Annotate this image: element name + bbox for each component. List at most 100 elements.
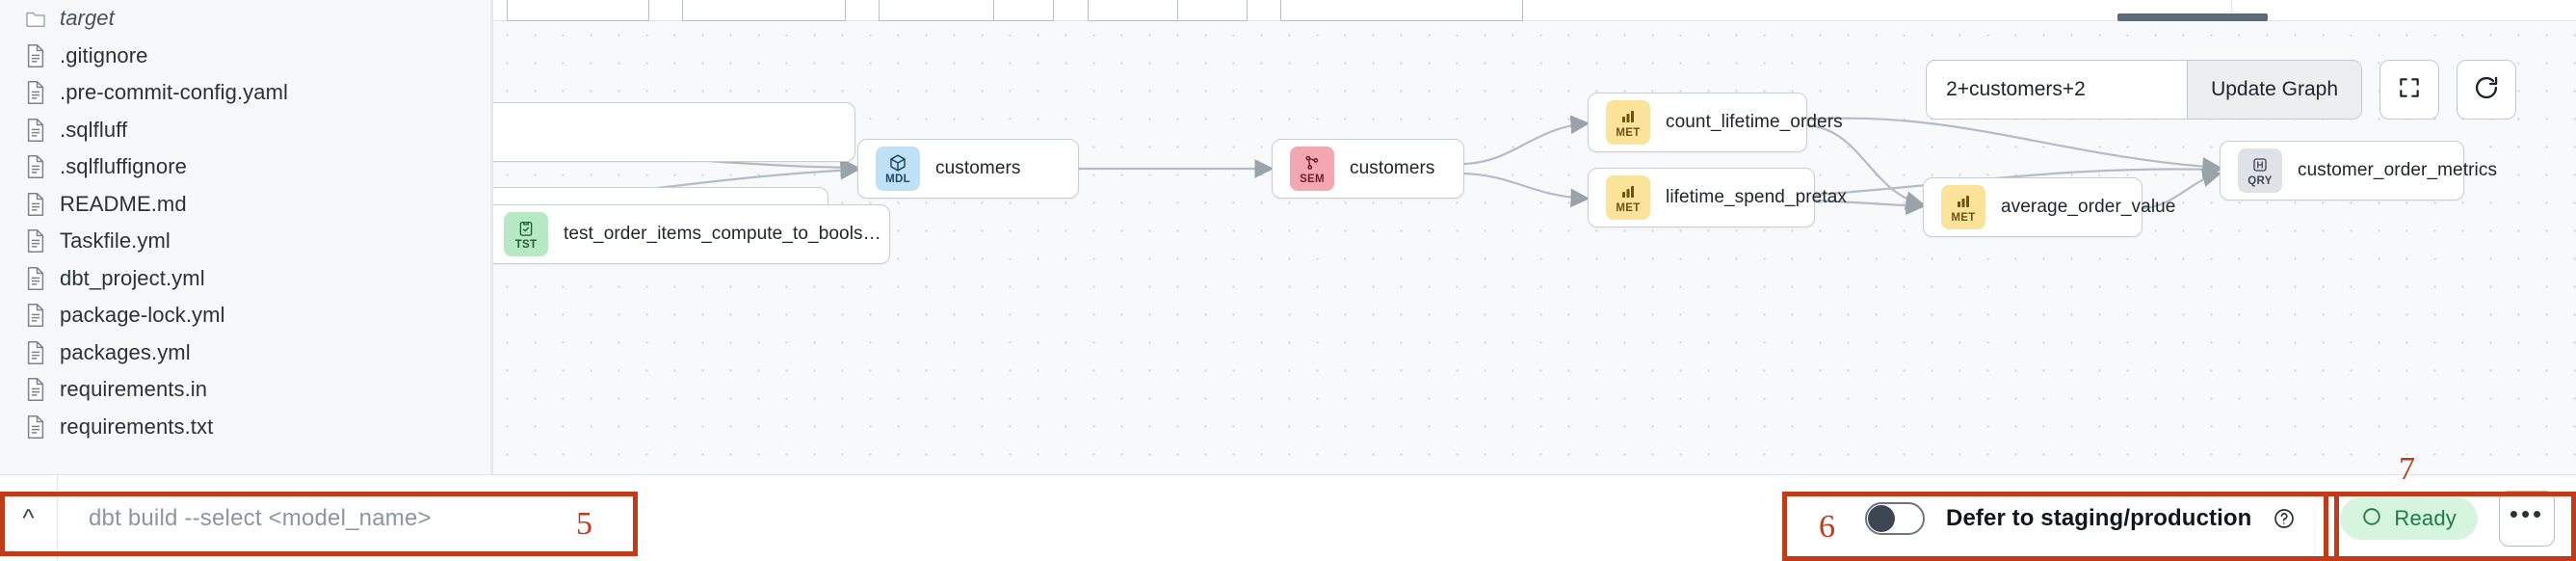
file-item[interactable]: .gitignore	[0, 38, 492, 75]
defer-label: Defer to staging/production	[1946, 505, 2252, 531]
file-name: requirements.txt	[60, 414, 214, 439]
model-badge: MDL	[876, 147, 920, 191]
file-item[interactable]: Taskfile.yml	[0, 223, 492, 260]
file-explorer-panel[interactable]: target .gitignore .pre-commit-config.yaml.…	[0, 0, 493, 474]
more-options-button[interactable]: •••	[2499, 491, 2555, 547]
badge-label: SEM	[1300, 173, 1325, 185]
refresh-icon	[2473, 74, 2500, 106]
graph-node-test-order-items[interactable]: TST test_order_items_compute_to_bools…	[493, 204, 890, 264]
graph-toolbar: Update Graph	[1926, 60, 2516, 120]
file-item[interactable]: requirements.in	[0, 371, 492, 409]
toggle-knob	[1868, 505, 1896, 532]
file-icon	[25, 414, 46, 440]
ellipsis-icon: •••	[2509, 499, 2545, 528]
bottom-command-bar: ^ dbt build --select <model_name> Defer …	[0, 474, 2576, 561]
graph-node-lifetime-spend-pretax[interactable]: MET lifetime_spend_pretax	[1588, 168, 1847, 227]
command-input[interactable]: dbt build --select <model_name>	[89, 504, 432, 531]
graph-node-label: test_order_items_compute_to_bools…	[564, 224, 881, 244]
expand-console-button[interactable]: ^	[0, 474, 58, 561]
graph-search-input[interactable]	[1927, 61, 2188, 119]
file-icon	[25, 340, 46, 365]
graph-node-average-order-value[interactable]: MET average_order_value	[1923, 177, 2175, 237]
file-icon	[25, 154, 46, 179]
editor-tab[interactable]	[507, 0, 649, 21]
metric-badge: MET	[1941, 185, 1985, 229]
badge-label: MDL	[885, 173, 910, 185]
file-name: .sqlfluff	[60, 117, 128, 142]
graph-node-label: customers	[935, 158, 1021, 178]
semantic-badge: SEM	[1290, 147, 1334, 191]
graph-search-group[interactable]: Update Graph	[1926, 60, 2362, 120]
file-name: target	[60, 6, 115, 31]
badge-label: TST	[514, 238, 538, 251]
status-label: Ready	[2394, 506, 2457, 530]
test-badge: TST	[504, 212, 548, 256]
file-icon	[25, 43, 46, 68]
file-item[interactable]: target	[0, 0, 492, 38]
fullscreen-button[interactable]	[2379, 60, 2439, 120]
badge-label: MET	[1616, 201, 1641, 214]
file-name: README.md	[60, 191, 187, 216]
file-icon	[25, 80, 46, 105]
update-graph-button[interactable]: Update Graph	[2187, 61, 2361, 119]
lineage-graph-canvas[interactable]: stg_customers orders MDL customers	[493, 21, 2576, 474]
graph-node-count-lifetime-orders[interactable]: MET count_lifetime_orders	[1588, 93, 1843, 152]
editor-tab[interactable]	[1088, 0, 1248, 21]
graph-node-customers-mdl[interactable]: MDL customers	[857, 139, 1079, 199]
file-item[interactable]: .sqlfluff	[0, 112, 492, 149]
file-item[interactable]: package-lock.yml	[0, 297, 492, 334]
file-item[interactable]: dbt_project.yml	[0, 260, 492, 298]
file-item[interactable]: .pre-commit-config.yaml	[0, 74, 492, 112]
chevron-up-icon: ^	[22, 503, 35, 532]
refresh-button[interactable]	[2457, 60, 2516, 120]
metric-badge: MET	[1606, 175, 1650, 220]
file-icon	[25, 118, 46, 143]
file-icon	[25, 303, 46, 328]
editor-tab-strip[interactable]	[493, 0, 2576, 21]
bar-chart-icon	[1955, 192, 1972, 211]
graph-node-stg-customers[interactable]: stg_customers	[493, 102, 855, 162]
folder-icon	[25, 6, 46, 31]
file-name: .pre-commit-config.yaml	[60, 80, 289, 105]
query-icon	[2251, 155, 2269, 174]
file-icon	[25, 266, 46, 291]
badge-label: MET	[1951, 211, 1976, 224]
file-icon	[25, 192, 46, 217]
help-circle-icon[interactable]	[2273, 507, 2296, 530]
file-item[interactable]: requirements.txt	[0, 409, 492, 446]
graph-node-label: customers	[1350, 158, 1435, 178]
tab-divider	[993, 0, 994, 21]
file-name: dbt_project.yml	[60, 265, 205, 290]
status-badge[interactable]: Ready	[2340, 497, 2478, 540]
file-item[interactable]: .sqlfluffignore	[0, 148, 492, 186]
graph-node-customers-sem[interactable]: SEM customers	[1272, 139, 1464, 199]
graph-node-label: average_order_value	[2001, 197, 2176, 217]
file-item[interactable]: packages.yml	[0, 334, 492, 372]
editor-tab[interactable]	[682, 0, 846, 21]
defer-toggle[interactable]	[1865, 502, 1926, 535]
defer-control-group: Defer to staging/production	[1821, 475, 2321, 561]
file-item[interactable]: README.md	[0, 186, 492, 224]
clipboard-check-icon	[517, 219, 535, 238]
bottom-bar-right: Defer to staging/production Ready	[1821, 475, 2576, 561]
badge-label: MET	[1616, 126, 1641, 139]
cube-icon	[888, 153, 907, 173]
tab-divider	[1177, 0, 1178, 21]
bar-chart-icon	[1619, 107, 1637, 126]
file-name: requirements.in	[60, 377, 208, 402]
file-name: package-lock.yml	[60, 303, 225, 328]
graph-node-label: lifetime_spend_pretax	[1666, 187, 1847, 207]
tab-strip-divider	[2231, 0, 2232, 21]
file-name: packages.yml	[60, 339, 191, 364]
explorer-scrollbar[interactable]	[490, 0, 492, 474]
graph-node-customer-order-metrics[interactable]: QRY customer_order_metrics	[2220, 141, 2497, 200]
query-badge: QRY	[2238, 148, 2282, 193]
file-icon	[25, 228, 46, 254]
file-name: Taskfile.yml	[60, 228, 171, 254]
editor-tab[interactable]	[879, 0, 1054, 21]
circle-icon	[2361, 506, 2382, 532]
graph-node-label: customer_order_metrics	[2298, 160, 2498, 180]
file-name: .sqlfluffignore	[60, 154, 187, 179]
editor-tab[interactable]	[1280, 0, 1523, 21]
